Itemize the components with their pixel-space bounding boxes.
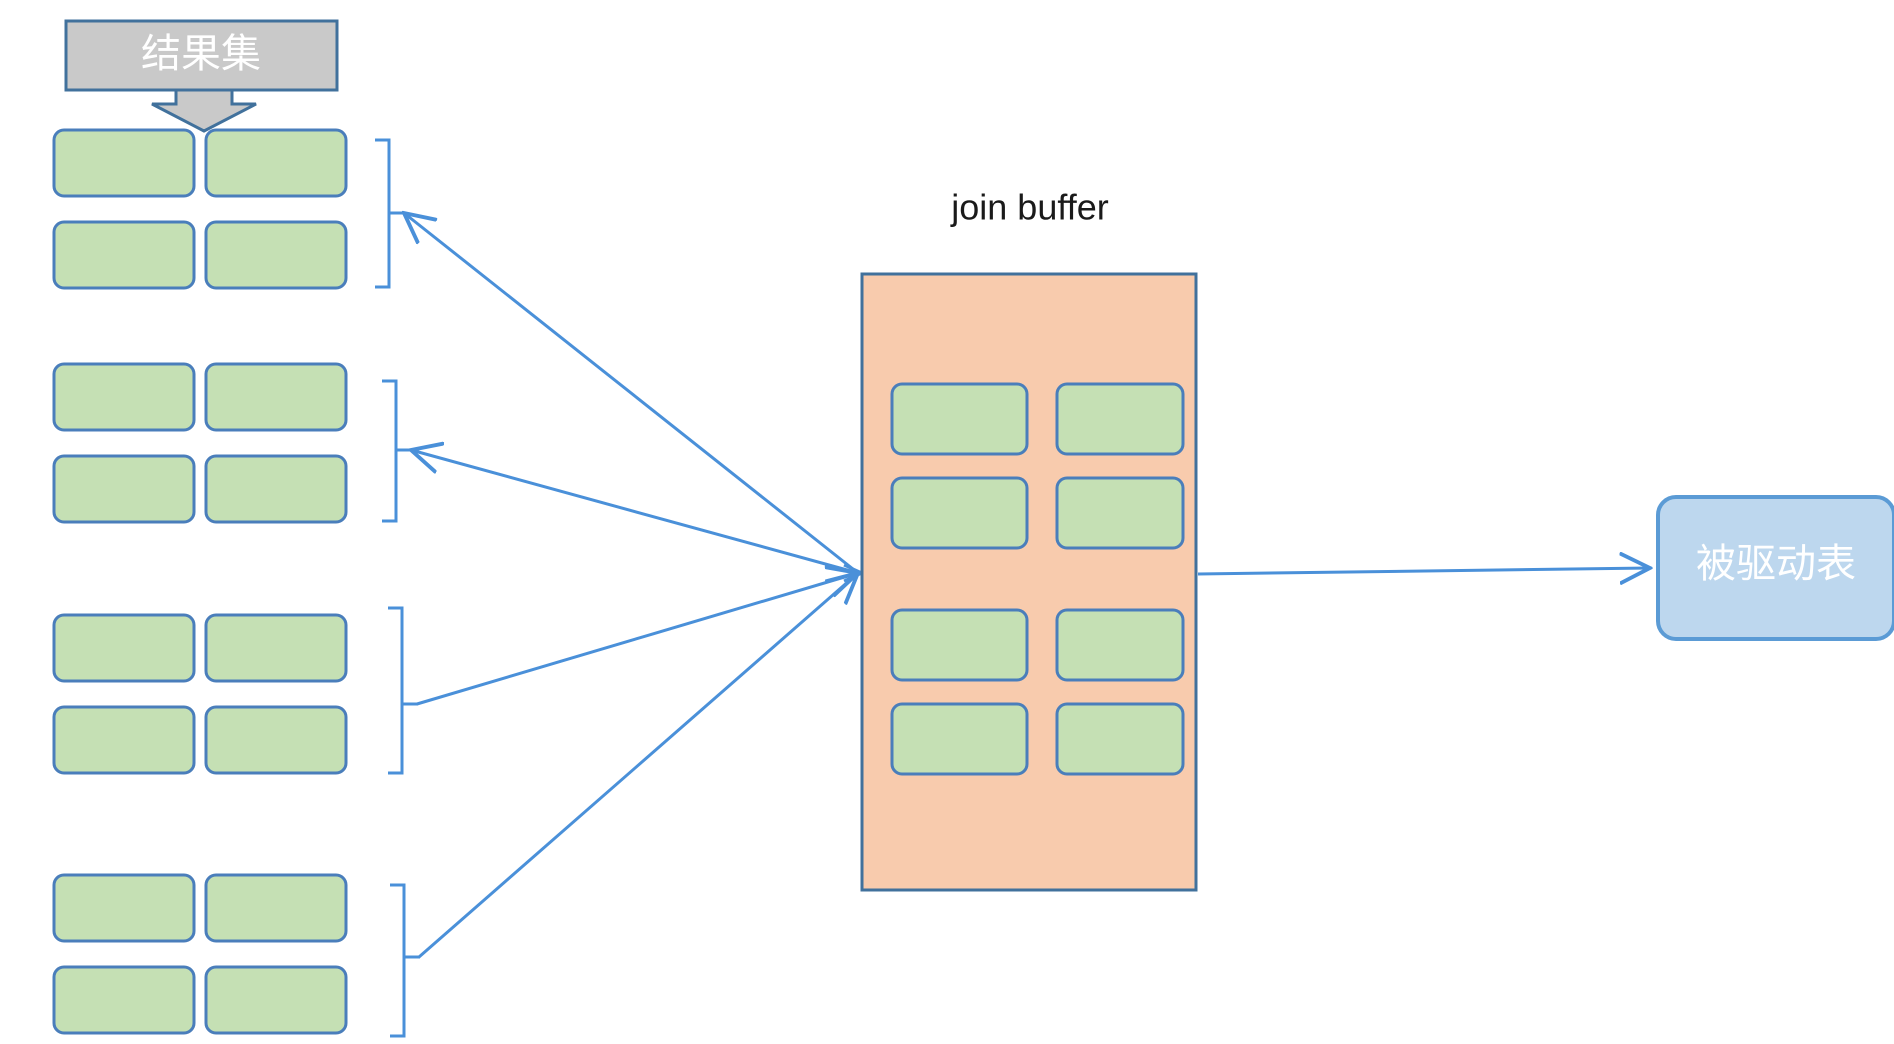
source-cell — [52, 362, 196, 432]
source-cell — [204, 128, 348, 198]
feed-arrow-3 — [416, 573, 858, 706]
feed-arrow-4 — [418, 573, 858, 959]
source-cell — [204, 454, 348, 524]
source-group-4 — [52, 873, 348, 1035]
buffer-cell — [890, 608, 1029, 682]
source-row-groups — [52, 128, 348, 1035]
source-group-2 — [52, 362, 348, 524]
buffer-cell — [1055, 702, 1185, 776]
bracket-4 — [390, 883, 420, 1038]
buffer-cell — [890, 702, 1029, 776]
join-buffer-rect[interactable] — [860, 272, 1198, 892]
buffer-cell — [1055, 608, 1185, 682]
source-cell — [204, 220, 348, 290]
source-cell — [52, 705, 196, 775]
source-cell — [52, 220, 196, 290]
source-cell — [204, 873, 348, 943]
source-cell — [204, 362, 348, 432]
result-set-down-arrow-icon — [151, 88, 257, 133]
source-cell — [52, 454, 196, 524]
result-set-label: 结果集 — [141, 31, 261, 76]
feed-connectors — [404, 213, 866, 959]
driven-table-label: 被驱动表 — [1696, 541, 1856, 586]
group-brackets — [375, 138, 420, 1038]
source-cell — [52, 873, 196, 943]
join-buffer-title: join buffer — [950, 187, 1108, 228]
buffer-cell — [890, 382, 1029, 456]
bracket-1 — [375, 138, 405, 289]
source-group-3 — [52, 613, 348, 775]
driven-table-node[interactable]: 被驱动表 — [1656, 495, 1894, 641]
buffer-cell — [890, 476, 1029, 550]
feed-arrow-1 — [404, 213, 859, 575]
bracket-3 — [388, 606, 418, 775]
source-cell — [204, 613, 348, 683]
result-set-node[interactable]: 结果集 — [64, 19, 339, 92]
bracket-2 — [382, 379, 412, 523]
buffer-cell — [1055, 476, 1185, 550]
source-cell — [52, 965, 196, 1035]
source-cell — [204, 705, 348, 775]
output-connector — [1197, 568, 1650, 574]
source-cell — [52, 128, 196, 198]
driven-table-rect — [1656, 495, 1894, 641]
feed-arrow-2 — [411, 450, 859, 575]
join-buffer-cells — [890, 382, 1185, 776]
source-cell — [52, 613, 196, 683]
source-group-1 — [52, 128, 348, 290]
source-cell — [204, 965, 348, 1035]
buffer-cell — [1055, 382, 1185, 456]
